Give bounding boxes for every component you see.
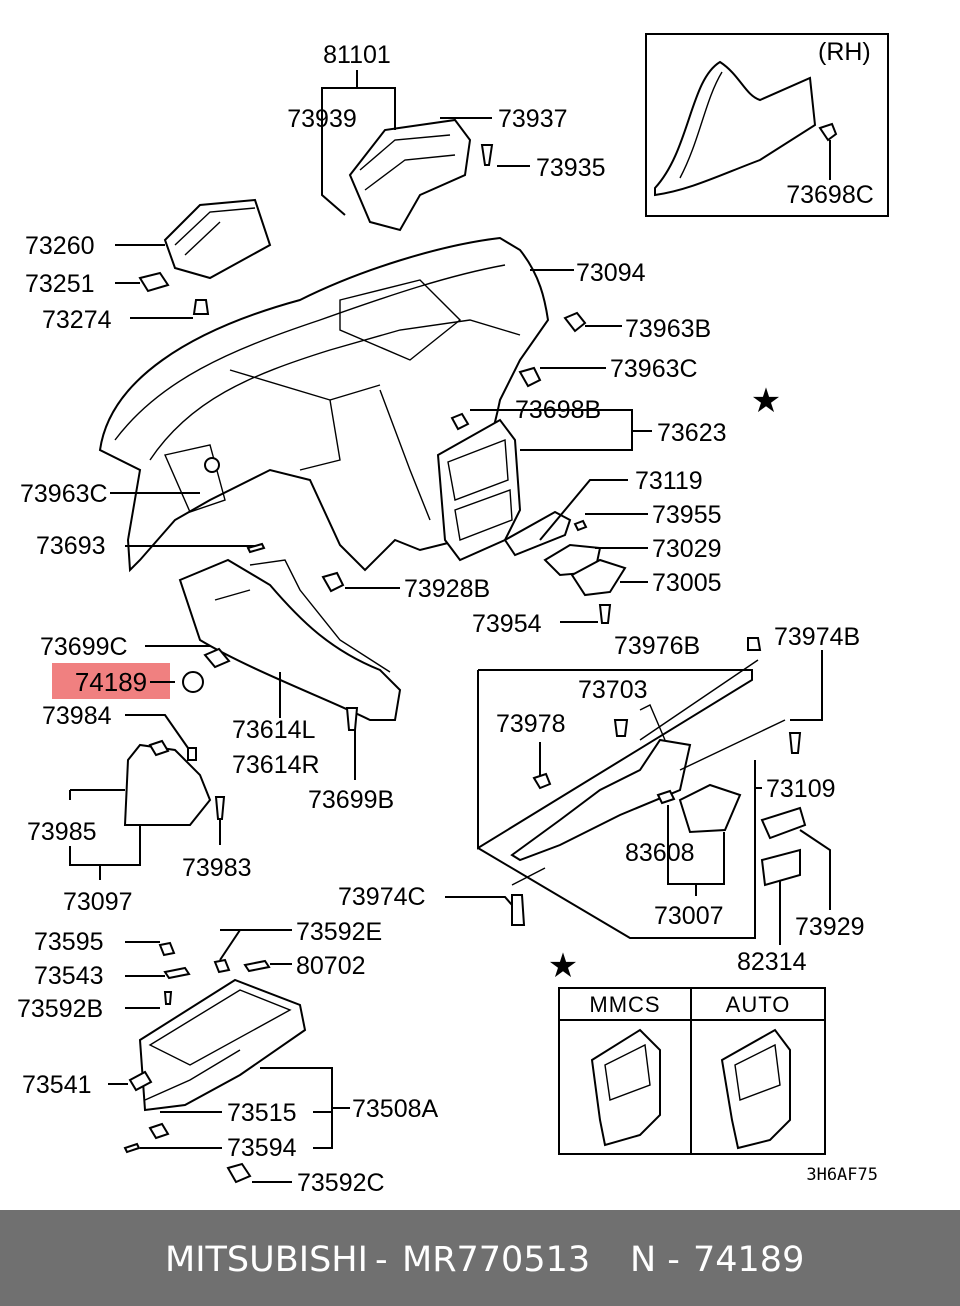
part-label-73508a[interactable]: 73508A bbox=[352, 1095, 439, 1123]
footer-ref-prefix: N - bbox=[630, 1240, 680, 1280]
part-label-83608[interactable]: 83608 bbox=[625, 839, 695, 867]
part-label-82314[interactable]: 82314 bbox=[737, 948, 807, 976]
part-label-73963c[interactable]: 73963C bbox=[20, 480, 108, 508]
part-label-73974b[interactable]: 73974B bbox=[774, 623, 860, 651]
part-label-73698b[interactable]: 73698B bbox=[515, 396, 601, 424]
part-label-73594[interactable]: 73594 bbox=[227, 1134, 297, 1162]
part-label-73515[interactable]: 73515 bbox=[227, 1099, 297, 1127]
part-label-73983[interactable]: 73983 bbox=[182, 854, 252, 882]
star-mark-bottom: ★ bbox=[548, 947, 578, 985]
airbag-module-drawing bbox=[348, 118, 472, 232]
footer-brand: MITSUBISHI bbox=[165, 1240, 368, 1280]
drawing-code: 3H6AF75 bbox=[806, 1165, 878, 1185]
mmcs-bezel-drawing bbox=[590, 1028, 661, 1147]
part-label-73097[interactable]: 73097 bbox=[63, 888, 133, 916]
part-label-73614l[interactable]: 73614L bbox=[232, 716, 316, 744]
part-label-73963c[interactable]: 73963C bbox=[610, 355, 698, 383]
glovebox-frame-drawing bbox=[510, 738, 692, 862]
part-label-73955[interactable]: 73955 bbox=[652, 501, 722, 529]
part-label-73693[interactable]: 73693 bbox=[36, 532, 106, 560]
part-label-73954[interactable]: 73954 bbox=[472, 610, 542, 638]
part-label-73119[interactable]: 73119 bbox=[635, 467, 703, 495]
star-mark-top: ★ bbox=[751, 382, 781, 420]
part-label-73592e[interactable]: 73592E bbox=[296, 918, 382, 946]
tray-drawing bbox=[570, 558, 627, 597]
part-label-73699b[interactable]: 73699B bbox=[308, 786, 394, 814]
part-label-73541[interactable]: 73541 bbox=[22, 1071, 92, 1099]
part-label-73939[interactable]: 73939 bbox=[287, 105, 357, 133]
part-label-73937[interactable]: 73937 bbox=[498, 105, 568, 133]
glovebox-drawing bbox=[138, 978, 307, 1112]
footer-separator: - bbox=[375, 1240, 388, 1280]
part-label-73699c[interactable]: 73699C bbox=[40, 633, 128, 661]
auto-bezel-drawing bbox=[720, 1028, 791, 1150]
switch-73929-drawing bbox=[760, 806, 807, 840]
part-label-73974c[interactable]: 73974C bbox=[338, 883, 426, 911]
passenger-airbag-drawing bbox=[163, 198, 272, 280]
part-label-73935[interactable]: 73935 bbox=[536, 154, 606, 182]
part-label-73978[interactable]: 73978 bbox=[496, 710, 566, 738]
part-label-73592c[interactable]: 73592C bbox=[297, 1169, 385, 1197]
cap-74189-drawing bbox=[182, 671, 204, 693]
part-label-73094[interactable]: 73094 bbox=[576, 259, 646, 287]
part-label-73985[interactable]: 73985 bbox=[27, 818, 97, 846]
diagram-canvas: ★ 74189 bbox=[17, 33, 889, 1197]
part-label-73592b[interactable]: 73592B bbox=[17, 995, 103, 1023]
footer-part-number: MR770513 bbox=[402, 1240, 591, 1280]
part-label-73274[interactable]: 73274 bbox=[42, 306, 112, 334]
part-label-73928b[interactable]: 73928B bbox=[404, 575, 490, 603]
switch-82314-drawing bbox=[760, 848, 801, 887]
part-label-73251[interactable]: 73251 bbox=[25, 270, 95, 298]
part-label-80702[interactable]: 80702 bbox=[296, 952, 366, 980]
variant-header-mmcs: MMCS bbox=[589, 992, 660, 1017]
side-cover-drawing bbox=[123, 743, 212, 826]
variant-header-auto: AUTO bbox=[726, 992, 791, 1017]
part-label-73976b[interactable]: 73976B bbox=[614, 632, 700, 660]
clip-73698c-drawing bbox=[818, 122, 838, 142]
part-label-73005[interactable]: 73005 bbox=[652, 569, 722, 597]
callout-labels: 81101 73939 73937 73935 (RH) 73698C 73260 73251… bbox=[17, 38, 874, 1197]
part-label-73703[interactable]: 73703 bbox=[578, 676, 648, 704]
lower-cover-drawing bbox=[178, 558, 402, 721]
highlight-label-74189[interactable]: 74189 bbox=[75, 667, 147, 697]
part-label-73984[interactable]: 73984 bbox=[42, 702, 112, 730]
part-label-81101[interactable]: 81101 bbox=[323, 41, 391, 69]
part-label-73595[interactable]: 73595 bbox=[34, 928, 104, 956]
rh-inset-box bbox=[645, 33, 889, 217]
part-label-73963b[interactable]: 73963B bbox=[625, 315, 711, 343]
footer-ref-number: 74189 bbox=[693, 1240, 805, 1280]
part-label-73260[interactable]: 73260 bbox=[25, 232, 95, 260]
part-label-73614r[interactable]: 73614R bbox=[232, 751, 320, 779]
part-label-rh[interactable]: (RH) bbox=[818, 38, 871, 66]
holder-drawing bbox=[678, 783, 742, 834]
part-label-73543[interactable]: 73543 bbox=[34, 962, 104, 990]
footer-bar: MITSUBISHI - MR770513 N - 74189 bbox=[0, 1210, 960, 1306]
part-label-73109[interactable]: 73109 bbox=[766, 775, 836, 803]
rh-side-panel-drawing bbox=[654, 60, 817, 197]
part-label-73929[interactable]: 73929 bbox=[795, 913, 865, 941]
part-label-73007[interactable]: 73007 bbox=[654, 902, 724, 930]
part-label-73623[interactable]: 73623 bbox=[657, 419, 727, 447]
part-label-73698c[interactable]: 73698C bbox=[786, 181, 874, 209]
part-label-73029[interactable]: 73029 bbox=[652, 535, 722, 563]
